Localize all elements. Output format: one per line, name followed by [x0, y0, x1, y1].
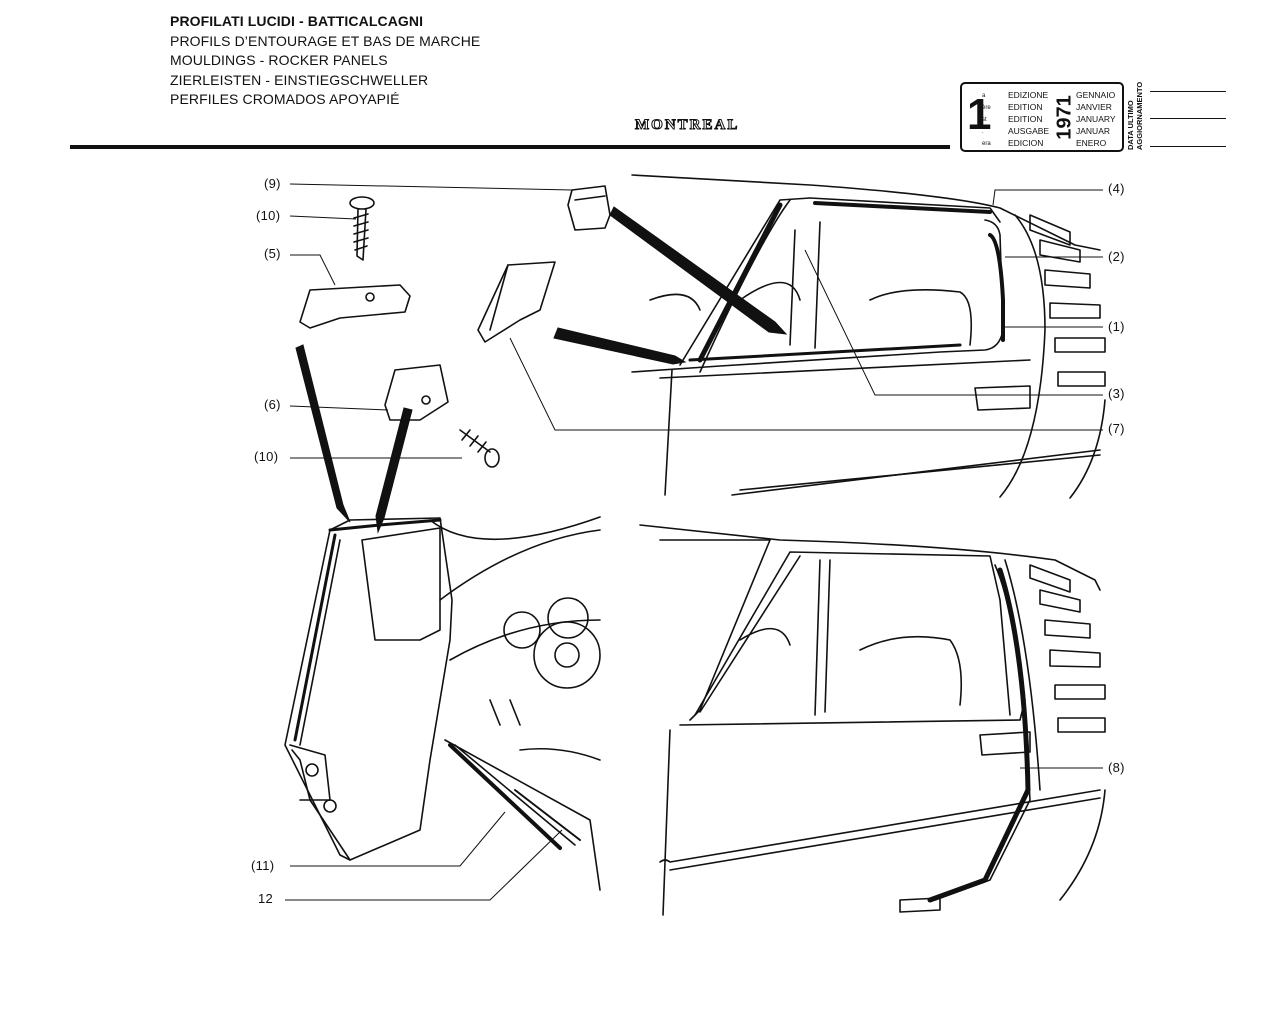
- suffix-es: era: [982, 141, 991, 147]
- assembly-arrows: [295, 206, 788, 534]
- part-10-screw-a: [349, 196, 375, 261]
- month-de: JANUAR: [1076, 126, 1111, 136]
- month-es: ENERO: [1076, 138, 1107, 148]
- part-10-screw-b: [459, 429, 500, 468]
- title-german: ZIERLEISTEN - EINSTIEGSCHWELLER: [170, 71, 429, 88]
- edition-label-it: EDIZIONE: [1008, 90, 1049, 100]
- model-logo: MONTREAL: [634, 117, 740, 134]
- part-7-bracket: [477, 261, 556, 343]
- callout-1: (1): [1108, 319, 1125, 334]
- edition-number: 1: [967, 90, 992, 139]
- month-it: GENNAIO: [1076, 90, 1116, 100]
- title-french: PROFILS D’ENTOURAGE ET BAS DE MARCHE: [170, 32, 481, 49]
- callout-8: (8): [1108, 760, 1125, 775]
- edition-label-es: EDICION: [1008, 138, 1044, 148]
- callout-10a: (10): [256, 208, 281, 223]
- month-en: JANUARY: [1076, 114, 1116, 124]
- callout-6: (6): [264, 397, 281, 412]
- edition-suffixes: a ère st . era: [982, 90, 991, 150]
- title-english: MOULDINGS - ROCKER PANELS: [170, 52, 388, 68]
- callout-11: (11): [251, 858, 275, 873]
- door-open-view: [284, 516, 601, 891]
- edition-label-fr: EDITION: [1008, 102, 1043, 112]
- edition-months: GENNAIO JANVIER JANUARY JANUAR ENERO: [1076, 89, 1116, 149]
- callout-9: (9): [264, 176, 281, 191]
- callout-4: (4): [1108, 181, 1125, 196]
- title-italian: PROFILATI LUCIDI - BATTICALCAGNI: [170, 13, 424, 29]
- suffix-en: st: [982, 117, 987, 123]
- update-line-2: [1150, 118, 1226, 119]
- header-rule: [70, 145, 950, 149]
- update-line-3: [1150, 146, 1226, 147]
- callout-5: (5): [264, 246, 281, 261]
- part-6-cap: [384, 364, 449, 421]
- quarter-vents-top: [1029, 214, 1106, 387]
- part-9-clip: [567, 185, 611, 231]
- suffix-fr: ère: [982, 105, 991, 111]
- callout-2: (2): [1108, 249, 1125, 264]
- callout-3: (3): [1108, 386, 1125, 401]
- title-block: PROFILATI LUCIDI - BATTICALCAGNI PROFILS…: [170, 12, 480, 110]
- callout-10b: (10): [254, 449, 279, 464]
- month-fr: JANVIER: [1076, 102, 1112, 112]
- edition-labels: EDIZIONE EDITION EDITION AUSGABE EDICION: [1008, 89, 1049, 149]
- arrow-clip-to-window: [609, 206, 788, 335]
- leader-lines: [285, 183, 1103, 901]
- arrow-cap6-to-door: [375, 407, 413, 534]
- arrow-cap-to-door: [295, 344, 351, 523]
- part-5-end-cap: [299, 284, 411, 329]
- update-line-1: [1150, 91, 1226, 92]
- edition-box: 1 a ère st . era EDIZIONE EDITION EDITIO…: [960, 82, 1124, 152]
- title-spanish: PERFILES CROMADOS APOYAPIÉ: [170, 91, 400, 107]
- car-side-top: [631, 174, 1106, 499]
- arrow-bracket-to-sill: [553, 327, 687, 365]
- car-side-bottom: [639, 524, 1106, 916]
- edition-label-de: AUSGABE: [1008, 126, 1050, 136]
- edition-label-en: EDITION: [1008, 114, 1043, 124]
- callout-7: (7): [1108, 421, 1125, 436]
- quarter-vents-bottom: [1029, 564, 1106, 733]
- suffix-de: .: [982, 129, 984, 135]
- suffix-it: a: [982, 93, 986, 99]
- callout-12: 12: [258, 891, 274, 906]
